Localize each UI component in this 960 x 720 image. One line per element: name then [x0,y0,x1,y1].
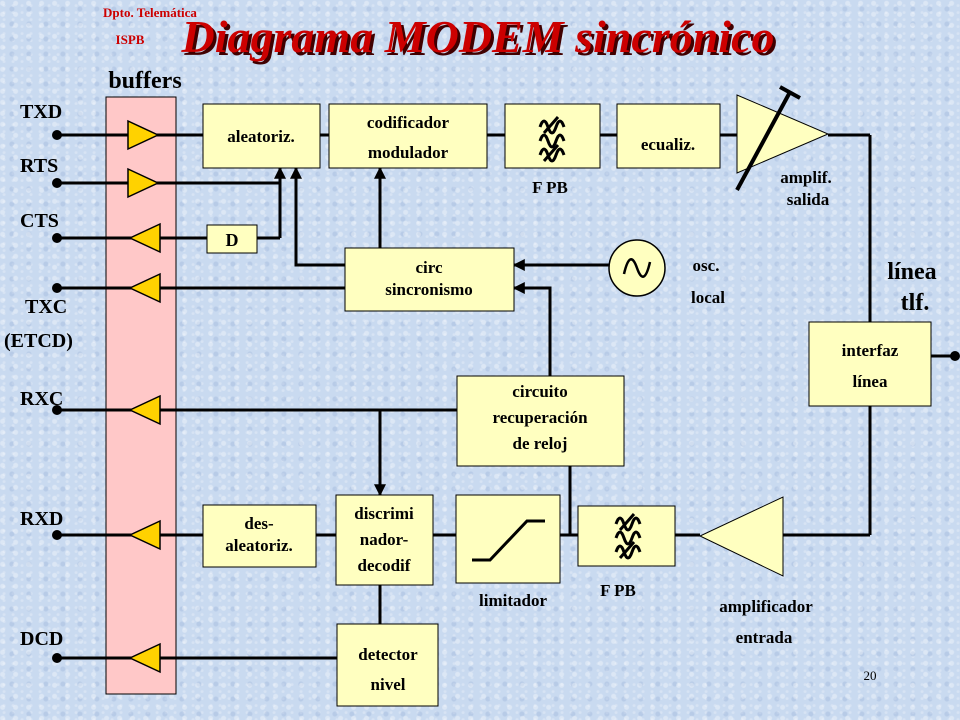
page-number: 20 [864,668,877,683]
circ-sync-label: circ [415,258,443,277]
d-block [206,224,258,254]
circ-sync-block [344,247,515,312]
buffer-rxd [128,519,161,551]
signal-cts: CTS [20,210,59,232]
ecualiz-label: ecualiz. [641,135,695,154]
codificador-block [328,103,488,169]
title-shadow: Diagrama MODEM sincrónico [184,14,778,65]
limitador-label: limitador [479,591,547,610]
discrim-decodif-block [335,494,434,586]
buffer-triangles [127,119,161,674]
linea-label: línea [887,259,936,285]
filter-rx-icon [614,513,642,560]
ecualiz-block [616,103,721,169]
recuperacion-label-3: de reloj [513,434,568,453]
osc-local-label-2: local [691,288,725,307]
fpb-tx-block [504,103,601,169]
amplif-entrada-label-2: entrada [736,628,793,647]
fpb-tx-label: F PB [532,178,568,197]
discrim-label-3: decodif [358,556,411,575]
amplif-entrada-label: amplificador [719,597,813,616]
desaleatoriz-block [202,504,317,568]
recuperacion-reloj-block [456,375,625,467]
discrim-label-2: nador- [360,530,409,549]
circ-sync-label-2: sincronismo [385,280,473,299]
codificador-label: codificador [367,113,450,132]
recuperacion-label-2: recuperación [492,408,588,427]
page-title: Diagrama MODEM sincrónico [181,11,775,62]
interfaz-label: interfaz [842,341,899,360]
aleatoriz-label: aleatoriz. [227,127,295,146]
recuperacion-label: circuito [512,382,567,401]
buffer-dcd [128,642,161,674]
nivel-label: nivel [371,675,406,694]
signal-rxd: RXD [20,508,63,530]
fpb-rx-label: F PB [600,581,636,600]
buffer-txc [128,272,161,304]
org-label: ISPB [116,32,145,47]
filter-tx-icon [538,116,566,163]
amplif-salida-label-2: salida [787,190,830,209]
signal-txd: TXD [20,101,62,123]
signal-pins [52,130,62,663]
desaleatoriz-label: des- [244,514,274,533]
modulador-label: modulador [368,143,449,162]
aleatoriz-block [202,103,321,169]
discrim-label: discrimi [354,504,414,523]
signal-wires [57,133,457,660]
amplif-salida-adjust [735,91,792,191]
block-wires [257,133,955,624]
buffers-column [105,96,177,695]
amplif-entrada-triangle [698,496,784,577]
signal-rxc: RXC [20,388,63,410]
line-terminal [950,351,960,361]
signal-rts: RTS [20,155,58,177]
tlf-label: tlf. [901,290,930,316]
d-label: D [226,230,239,250]
interfaz-linea-block [808,321,932,407]
buffer-cts [128,222,161,254]
buffer-txd [127,119,160,151]
signal-txc: TXC [25,296,67,318]
interfaz-label-2: línea [853,372,888,391]
desaleatoriz-label-2: aleatoriz. [225,536,293,555]
signal-txc-sub: (ETCD) [4,330,73,352]
osc-local-label: osc. [693,256,720,275]
buffer-rts [127,167,160,199]
amplif-salida-triangle [736,94,830,174]
detector-nivel-block [336,623,439,707]
amplif-salida-label: amplif. [780,168,831,187]
buffer-rxc [128,394,161,426]
dept-label: Dpto. Telemática [103,5,197,20]
buffers-label: buffers [108,68,181,94]
detector-label: detector [358,645,418,664]
signal-dcd: DCD [20,628,63,650]
limiter-curve-icon [472,519,545,562]
